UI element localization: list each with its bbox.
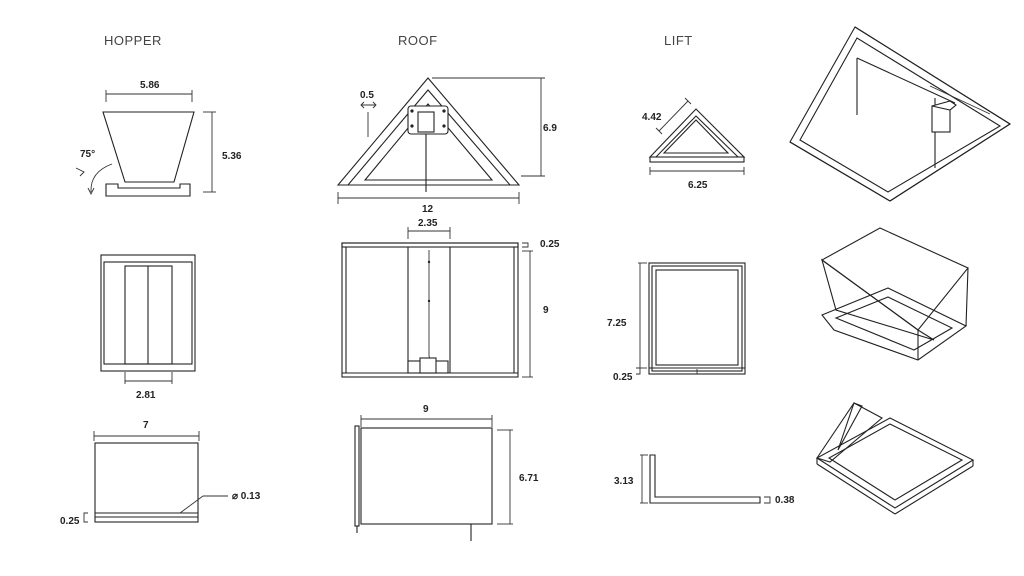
lift-iso-frame — [815, 417, 975, 509]
lift-frame-inner — [655, 269, 739, 366]
dim-hopper-angle: 75° — [80, 149, 95, 160]
hopper-top-outline — [100, 254, 196, 372]
angle-arc — [90, 163, 113, 193]
lift-bar — [649, 454, 761, 504]
hopper-front-view: 5.86 5.36 75° — [75, 80, 242, 197]
hopper-funnel — [102, 111, 195, 183]
lift-frame-view: 7.25 0.25 — [607, 262, 746, 383]
hopper-plate — [94, 442, 199, 523]
dim-hopper-height: 5.36 — [222, 151, 242, 162]
roof-side-outline — [341, 242, 519, 378]
hopper-isometric — [820, 227, 969, 361]
title-roof: ROOF — [398, 33, 438, 48]
dim-lift-frame-rim: 0.25 — [613, 372, 633, 383]
dim-roof-height: 6.9 — [543, 123, 557, 134]
dim-lift-bar-height: 3.13 — [614, 476, 634, 487]
dim-hopper-base-width: 2.81 — [136, 390, 156, 401]
lift-triangle-frame — [648, 108, 746, 158]
roof-isometric — [789, 26, 1012, 202]
hopper-plate-view: 7 0.25 ⌀ 0.13 — [60, 420, 261, 527]
dim-roof-offset: 0.5 — [360, 90, 374, 101]
lift-bar-view: 3.13 0.38 — [614, 454, 795, 506]
dim-roof-plan-height: 6.71 — [519, 473, 539, 484]
dim-hopper-plate-thickness: 0.25 — [60, 516, 80, 527]
roof-iso-outline — [789, 26, 1012, 202]
roof-front-view: 12 6.9 0.5 — [336, 77, 557, 215]
roof-plan-outline — [360, 427, 493, 525]
dim-hopper-groove: ⌀ 0.13 — [232, 491, 261, 502]
lift-isometric — [815, 402, 975, 515]
dim-hopper-top-width: 5.86 — [140, 80, 160, 91]
hopper-base-flange — [105, 183, 191, 197]
dim-roof-mast-width: 2.35 — [418, 218, 438, 229]
dim-roof-span: 12 — [422, 204, 434, 215]
lift-frame-outer — [648, 262, 746, 375]
title-hopper: HOPPER — [104, 33, 162, 48]
lift-triangle-view: 4.42 6.25 — [642, 97, 746, 191]
title-lift: LIFT — [664, 33, 693, 48]
hopper-top-view: 2.81 — [100, 254, 196, 401]
dim-hopper-plate-width: 7 — [143, 420, 149, 431]
roof-inner-truss — [363, 103, 494, 181]
dim-lift-frame-height: 7.25 — [607, 318, 627, 329]
roof-side-view: 2.35 0.25 9 — [341, 218, 560, 378]
dim-roof-plan-width: 9 — [423, 404, 429, 415]
roof-plan-view: 9 6.71 — [354, 404, 539, 541]
dim-lift-base: 6.25 — [688, 180, 708, 191]
dim-roof-depth: 9 — [543, 305, 549, 316]
roof-motor — [417, 111, 435, 133]
dim-lift-bar-thickness: 0.38 — [775, 495, 795, 506]
dim-lift-side: 4.42 — [642, 112, 662, 123]
dim-roof-rim: 0.25 — [540, 239, 560, 250]
